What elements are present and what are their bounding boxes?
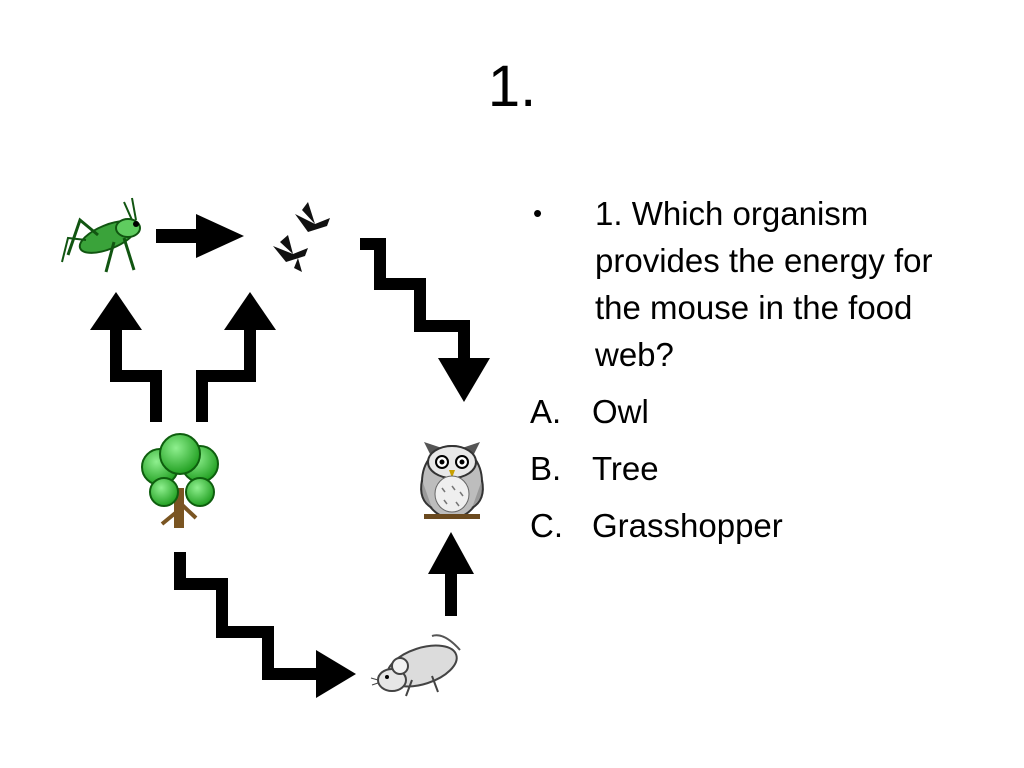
tree-icon bbox=[141, 433, 219, 528]
mouse-icon bbox=[370, 634, 461, 697]
birds-icon bbox=[273, 202, 330, 272]
option-letter: A. bbox=[530, 393, 562, 430]
grasshopper-icon bbox=[61, 197, 141, 273]
bullet: • bbox=[533, 198, 543, 228]
arrow-grasshopper-to-birds bbox=[156, 214, 244, 258]
slide-title: 1. bbox=[487, 54, 537, 119]
arrow-tree-to-birds bbox=[196, 292, 276, 422]
option-b: B. Tree bbox=[530, 445, 970, 492]
option-letter: B. bbox=[530, 450, 562, 487]
arrow-tree-to-mouse bbox=[174, 552, 356, 698]
option-label: Owl bbox=[592, 393, 649, 430]
owl-icon bbox=[420, 442, 484, 519]
question-block: • 1. Which organism provides the energy … bbox=[530, 190, 970, 549]
option-label: Grasshopper bbox=[592, 507, 783, 544]
food-web-diagram bbox=[61, 197, 490, 698]
question-row: • 1. Which organism provides the energy … bbox=[530, 190, 970, 378]
arrow-mouse-to-owl bbox=[428, 532, 474, 616]
option-label: Tree bbox=[592, 450, 659, 487]
option-c: C. Grasshopper bbox=[530, 502, 970, 549]
option-letter: C. bbox=[530, 507, 563, 544]
question-text: 1. Which organism provides the energy fo… bbox=[595, 195, 933, 373]
option-a: A. Owl bbox=[530, 388, 970, 435]
arrow-tree-to-grasshopper bbox=[90, 292, 162, 422]
arrow-birds-to-owl bbox=[360, 238, 490, 402]
